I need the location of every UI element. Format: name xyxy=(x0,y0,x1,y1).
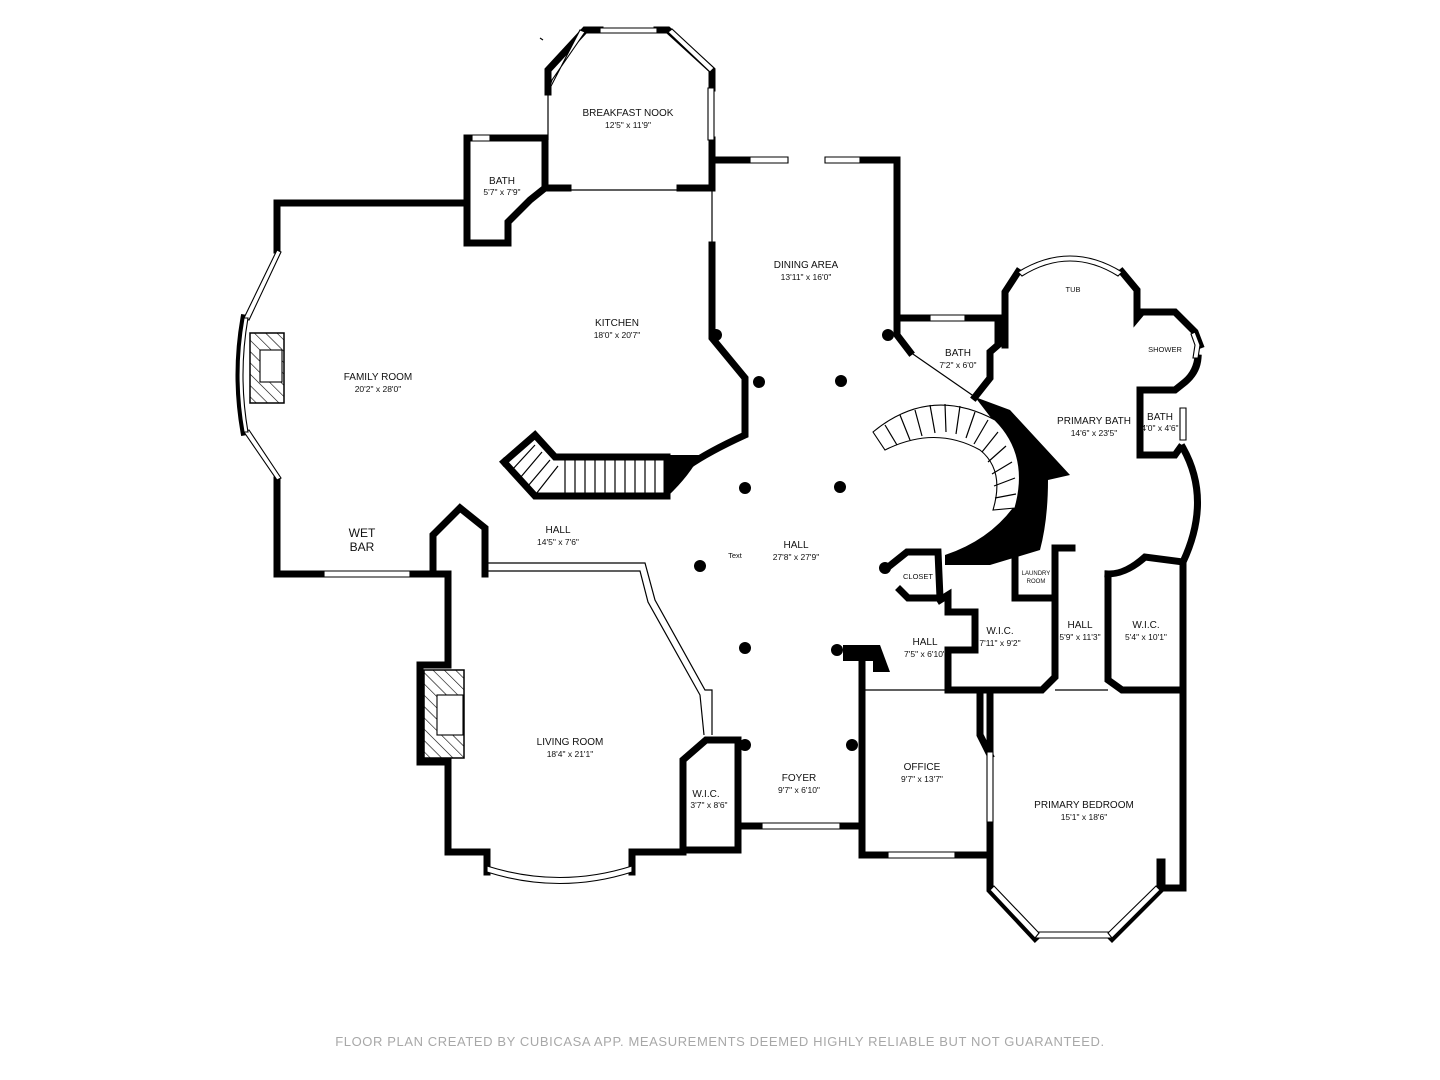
windows xyxy=(238,27,1201,939)
living-room-dims: 18'4" x 21'1" xyxy=(547,749,594,759)
fireplaces xyxy=(249,332,465,759)
office-name: OFFICE xyxy=(904,762,941,773)
wic-center-name: W.I.C. xyxy=(986,626,1013,637)
spiral-stair-steps xyxy=(872,404,1021,511)
wic-east-dims: 5'4" x 10'1" xyxy=(1125,632,1167,642)
wet-bar-line1: WET xyxy=(349,526,376,540)
hall-east-dims: 5'9" x 11'3" xyxy=(1059,632,1100,642)
office-dims: 9'7" x 13'7" xyxy=(901,774,943,784)
bath-center-name: BATH xyxy=(945,348,971,359)
family-room-name: FAMILY ROOM xyxy=(344,372,413,383)
breakfast-nook-name: BREAKFAST NOOK xyxy=(583,108,674,119)
primary-bedroom-name: PRIMARY BEDROOM xyxy=(1034,800,1134,811)
wic-east-name: W.I.C. xyxy=(1132,620,1159,631)
hall-west-name: HALL xyxy=(545,525,570,536)
thin-lines xyxy=(487,92,1108,736)
living-room-name: LIVING ROOM xyxy=(537,737,604,748)
wic-west-name: W.I.C. xyxy=(692,789,719,800)
room-labels: BREAKFAST NOOK 12'5" x 11'9" BATH 5'7" x… xyxy=(344,108,1183,822)
hall-west-dims: 14'5" x 7'6" xyxy=(537,537,579,547)
kitchen-name: KITCHEN xyxy=(595,318,639,329)
walls xyxy=(235,26,1205,943)
closet-label: CLOSET xyxy=(903,572,933,581)
hall-main-dims: 27'8" x 27'9" xyxy=(773,552,820,562)
bath-upper-name: BATH xyxy=(489,176,515,187)
breakfast-nook-dims: 12'5" x 11'9" xyxy=(605,120,651,130)
family-room-dims: 20'2" x 28'0" xyxy=(355,384,402,394)
laundry-line1: LAUNDRY xyxy=(1022,571,1051,577)
spiral-stair-structure xyxy=(945,397,1070,565)
hall-east-name: HALL xyxy=(1067,620,1092,631)
shower-label: SHOWER xyxy=(1148,345,1182,354)
text-marker: Text xyxy=(728,551,743,560)
wic-center-dims: 7'11" x 9'2" xyxy=(979,638,1020,648)
tub-label: TUB xyxy=(1066,285,1081,294)
hall-small-dims: 7'5" x 6'10" xyxy=(904,649,946,659)
primary-bedroom-dims: 15'1" x 18'6" xyxy=(1061,812,1108,822)
dining-area-dims: 13'11" x 16'0" xyxy=(781,272,832,282)
foyer-dims: 9'7" x 6'10" xyxy=(778,785,820,795)
bath-small-dims: 4'0" x 4'6" xyxy=(1141,423,1178,433)
footer-disclaimer: FLOOR PLAN CREATED BY CUBICASA APP. MEAS… xyxy=(335,1034,1105,1049)
kitchen-stair-treads xyxy=(511,444,656,496)
laundry-line2: ROOM xyxy=(1027,579,1046,585)
wet-bar-line2: BAR xyxy=(350,540,375,554)
dining-area-name: DINING AREA xyxy=(774,260,839,271)
kitchen-stair-landing xyxy=(667,455,700,496)
primary-bath-name: PRIMARY BATH xyxy=(1057,416,1131,427)
hall-small-name: HALL xyxy=(912,637,937,648)
primary-bath-dims: 14'6" x 23'5" xyxy=(1071,428,1118,438)
wic-west-dims: 3'7" x 8'6" xyxy=(690,800,727,810)
bath-small-name: BATH xyxy=(1147,412,1173,423)
staircases xyxy=(499,397,1070,565)
columns xyxy=(694,329,894,751)
foyer-name: FOYER xyxy=(782,773,816,784)
bath-upper-dims: 5'7" x 7'9" xyxy=(483,187,520,197)
bath-center-dims: 7'2" x 6'0" xyxy=(939,360,976,370)
hall-main-name: HALL xyxy=(783,540,808,551)
kitchen-dims: 18'0" x 20'7" xyxy=(594,330,641,340)
